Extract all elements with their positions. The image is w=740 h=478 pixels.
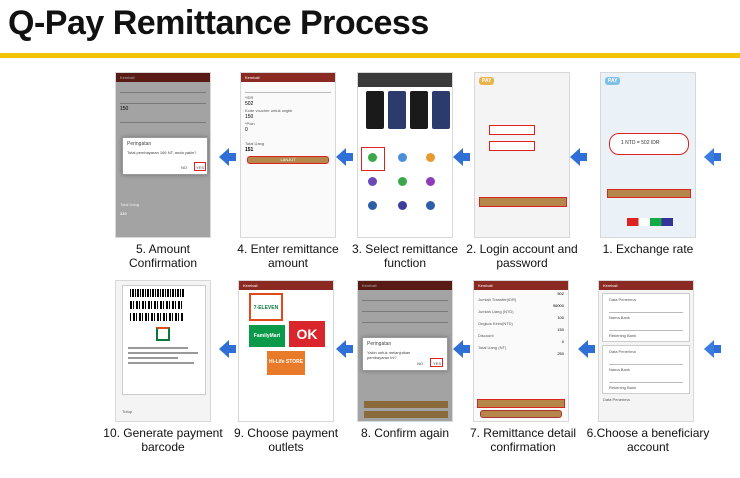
qpay-logo: PAY <box>479 77 495 85</box>
account-field[interactable] <box>489 125 535 135</box>
arrow-left-icon <box>570 148 587 166</box>
screen-amount-confirmation: Kembali 150 Peringatan Total pembayaran … <box>115 72 211 238</box>
confirm-dialog: Peringatan Total pembayaran 166 NT, anda… <box>122 137 208 175</box>
poin-value: 0 <box>245 127 248 133</box>
remittance-function-highlight[interactable] <box>361 147 385 171</box>
screen-beneficiary: Kembali Data Penerima Nama Bank Rekening… <box>598 280 694 422</box>
dialog-yes-button[interactable] <box>430 358 443 367</box>
caption-step-9: 9. Choose payment outlets <box>233 426 339 454</box>
qpay-logo: PAY <box>605 77 621 85</box>
back-header[interactable]: Kembali <box>239 281 333 290</box>
arrow-left-icon <box>704 340 721 358</box>
arrow-left-icon <box>453 340 470 358</box>
screen-login: PAY <box>474 72 570 238</box>
page-title: Q-Pay Remittance Process <box>8 4 429 42</box>
code-value: 150 <box>245 114 254 120</box>
familymart-logo[interactable]: FamilyMart <box>249 325 285 347</box>
arrow-left-icon <box>336 340 353 358</box>
seven-eleven-logo[interactable]: 7-ELEVEN <box>249 293 283 321</box>
title-underline <box>0 53 740 58</box>
arrow-left-icon <box>219 148 236 166</box>
remittance-icon <box>368 153 377 162</box>
caption-step-5: 5. Amount Confirmation <box>128 242 198 270</box>
back-header[interactable]: Kembali <box>599 281 693 290</box>
barcode-2 <box>130 301 184 309</box>
back-header[interactable]: Kembali <box>358 281 452 290</box>
ok-mart-logo[interactable]: OK <box>289 321 325 347</box>
dialog-text: Yakin untuk melanjutkan pembayaran ini? <box>367 350 411 360</box>
login-button[interactable] <box>479 197 567 207</box>
arrow-left-icon <box>704 148 721 166</box>
screen-payment-barcode: Tutup <box>115 280 211 422</box>
exchange-rate-text: 1 NTD = 502 IDR <box>621 140 660 146</box>
caption-step-7: 7. Remittance detail confirmation <box>469 426 577 454</box>
screen-exchange-rate: PAY 1 NTD = 502 IDR <box>600 72 696 238</box>
screen-select-function <box>357 72 453 238</box>
dialog-title: Peringatan <box>127 141 152 147</box>
idr-value: 502 <box>245 101 254 107</box>
barcode-3 <box>130 313 184 321</box>
back-header[interactable]: Kembali <box>116 73 210 82</box>
arrow-left-icon <box>336 148 353 166</box>
dialog-no-button[interactable]: NO <box>181 165 187 170</box>
barcode-1 <box>130 289 184 297</box>
screen-enter-amount: Kembali *IDR 502 Kode voucher untuk ongk… <box>240 72 336 238</box>
dialog-text: Total pembayaran 166 NT, anda yakin? <box>127 150 197 155</box>
caption-step-8: 8. Confirm again <box>360 426 450 440</box>
close-link[interactable]: Tutup <box>122 409 133 414</box>
dialog-yes-button[interactable] <box>194 162 206 171</box>
confirm-button[interactable] <box>477 399 565 408</box>
back-header[interactable]: Kembali <box>241 73 335 82</box>
password-field[interactable] <box>489 141 535 151</box>
caption-step-2: 2. Login account and password <box>466 242 578 270</box>
caption-step-1: 1. Exchange rate <box>602 242 694 256</box>
seven-eleven-icon <box>156 327 170 341</box>
dialog-no-button[interactable]: NO <box>417 361 423 366</box>
amount-field[interactable] <box>245 84 331 93</box>
confirm-dialog: Peringatan Yakin untuk melanjutkan pemba… <box>362 337 448 371</box>
rate-highlight <box>609 133 689 155</box>
caption-step-3: 3. Select remittance function <box>351 242 459 270</box>
confirm-button[interactable] <box>607 189 691 198</box>
flags-row <box>627 218 673 226</box>
back-header[interactable]: Kembali <box>474 281 568 290</box>
caption-step-4: 4. Enter remittance amount <box>237 242 339 270</box>
caption-step-6: 6.Choose a beneficiary account <box>586 426 710 454</box>
arrow-left-icon <box>453 148 470 166</box>
next-button[interactable]: LANJUT <box>247 156 329 164</box>
caption-step-10: 10. Generate payment barcode <box>103 426 223 454</box>
screen-payment-outlets: Kembali 7-ELEVEN FamilyMart OK Hi-Life S… <box>238 280 334 422</box>
screen-confirm-again: Kembali Peringatan Yakin untuk melanjutk… <box>357 280 453 422</box>
total-value: 151 <box>245 147 254 153</box>
screen-detail-confirmation: Kembali 502 Jumlah Transfer(IDR) 96000 J… <box>473 280 569 422</box>
arrow-left-icon <box>578 340 595 358</box>
hi-life-logo[interactable]: Hi-Life STORE <box>267 351 305 375</box>
arrow-left-icon <box>219 340 236 358</box>
dialog-title: Peringatan <box>367 341 392 347</box>
